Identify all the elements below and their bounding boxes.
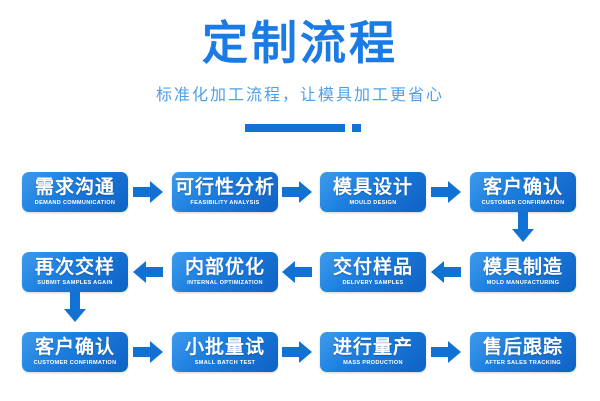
step-label-cn: 可行性分析	[174, 175, 275, 198]
page-title: 定制流程	[202, 16, 398, 70]
flow-step-mass-production[interactable]: 进行量产 MASS PRODUCTION	[320, 332, 426, 372]
flow-step-customer-confirmation-1[interactable]: 客户确认 CUSTOMER CONFIRMATION	[470, 172, 576, 212]
title-underline-dot	[352, 124, 361, 132]
arrow-down-icon	[512, 212, 534, 242]
flow-step-delivery-samples[interactable]: 交付样品 DELIVERY SAMPLES	[320, 252, 426, 292]
flow-step-submit-samples-again[interactable]: 再次交样 SUBMIT SAMPLES AGAIN	[22, 252, 128, 292]
step-label-cn: 内部优化	[184, 255, 265, 278]
step-label-en: CUSTOMER CONFIRMATION	[33, 359, 117, 366]
step-label-en: MOLD MANUFACTURING	[486, 279, 560, 286]
arrow-right-icon	[431, 341, 461, 363]
flow-step-mold-manufacturing[interactable]: 模具制造 MOLD MANUFACTURING	[470, 252, 576, 292]
step-label-cn: 进行量产	[332, 335, 413, 358]
header: 定制流程 标准化加工流程，让模具加工更省心	[0, 0, 600, 150]
step-label-en: MASS PRODUCTION	[343, 359, 403, 366]
step-label-cn: 小批量试	[184, 335, 265, 358]
flow-step-small-batch-test[interactable]: 小批量试 SMALL BATCH TEST	[172, 332, 278, 372]
flow-step-internal-optimization[interactable]: 内部优化 INTERNAL OPTIMIZATION	[172, 252, 278, 292]
step-label-cn: 需求沟通	[34, 175, 115, 198]
arrow-right-icon	[282, 181, 312, 203]
arrow-right-icon	[133, 341, 163, 363]
step-label-en: DELIVERY SAMPLES	[342, 279, 404, 286]
step-label-en: MOULD DESIGN	[349, 199, 397, 206]
step-label-cn: 客户确认	[482, 175, 563, 198]
step-label-cn: 客户确认	[34, 335, 115, 358]
step-label-cn: 模具设计	[332, 175, 413, 198]
step-label-en: SUBMIT SAMPLES AGAIN	[37, 279, 113, 286]
arrow-right-icon	[431, 181, 461, 203]
flow-step-feasibility-analysis[interactable]: 可行性分析 FEASIBILITY ANALYSIS	[172, 172, 278, 212]
title-underline-bar	[245, 124, 345, 132]
step-label-cn: 再次交样	[34, 255, 115, 278]
step-label-cn: 售后跟踪	[482, 335, 563, 358]
step-label-en: DEMAND COMMUNICATION	[34, 199, 116, 206]
step-label-en: CUSTOMER CONFIRMATION	[481, 199, 565, 206]
arrow-left-icon	[133, 261, 163, 283]
arrow-right-icon	[133, 181, 163, 203]
step-label-cn: 模具制造	[482, 255, 563, 278]
flow-step-mould-design[interactable]: 模具设计 MOULD DESIGN	[320, 172, 426, 212]
process-flow-diagram: 需求沟通 DEMAND COMMUNICATION 可行性分析 FEASIBIL…	[0, 150, 600, 401]
flow-step-demand-communication[interactable]: 需求沟通 DEMAND COMMUNICATION	[22, 172, 128, 212]
arrow-left-icon	[431, 261, 461, 283]
step-label-en: FEASIBILITY ANALYSIS	[190, 199, 260, 206]
arrow-left-icon	[282, 261, 312, 283]
step-label-en: SMALL BATCH TEST	[194, 359, 256, 366]
page-subtitle: 标准化加工流程，让模具加工更省心	[155, 85, 444, 104]
step-label-en: INTERNAL OPTIMIZATION	[187, 279, 263, 286]
arrow-down-icon	[64, 292, 86, 322]
arrow-right-icon	[282, 341, 312, 363]
flow-step-after-sales-tracking[interactable]: 售后跟踪 AFTER SALES TRACKING	[470, 332, 576, 372]
step-label-cn: 交付样品	[332, 255, 413, 278]
flow-step-customer-confirmation-2[interactable]: 客户确认 CUSTOMER CONFIRMATION	[22, 332, 128, 372]
step-label-en: AFTER SALES TRACKING	[485, 359, 561, 366]
